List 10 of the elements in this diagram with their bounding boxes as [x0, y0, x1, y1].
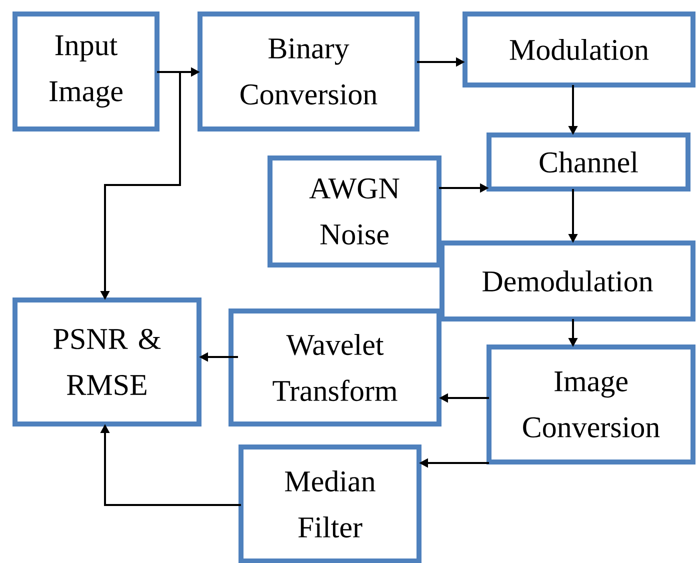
process-box: Median Filter	[238, 444, 422, 563]
process-box: Input Image	[12, 12, 160, 132]
process-box: AWGN Noise	[268, 156, 442, 268]
process-box: Channel	[486, 132, 690, 192]
process-box: Wavelet Transform	[228, 308, 442, 426]
process-box: Modulation	[462, 12, 696, 88]
process-box: PSNR & RMSE	[12, 298, 202, 426]
process-box: Binary Conversion	[198, 12, 420, 132]
process-box: Demodulation	[440, 240, 696, 322]
process-box: Image Conversion	[486, 344, 696, 464]
